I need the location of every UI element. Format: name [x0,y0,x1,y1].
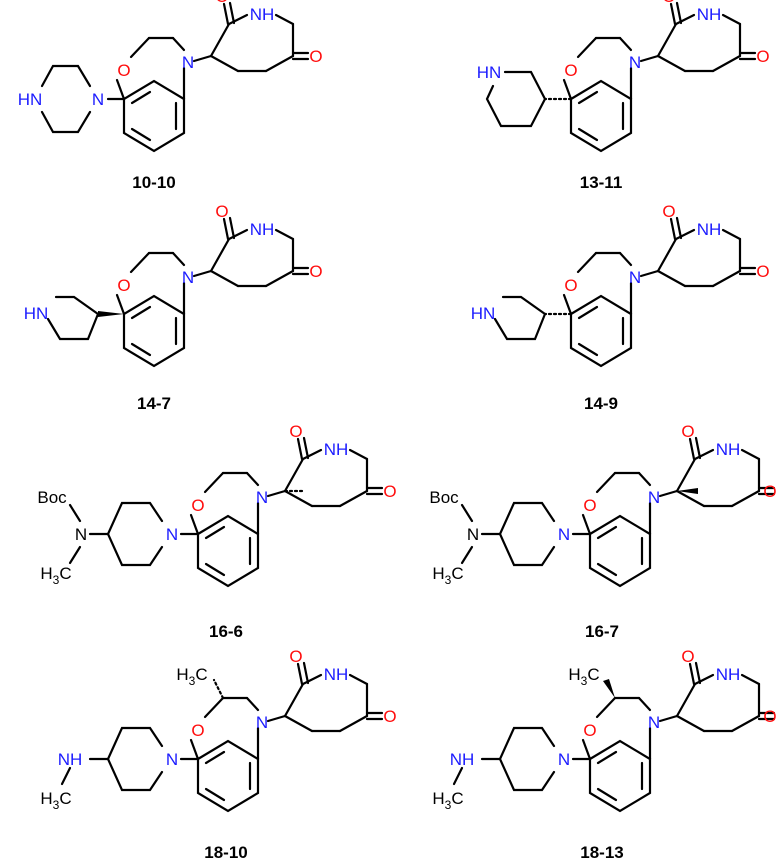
ketone-oxygen: O [681,422,694,441]
compound-label: 14-9 [584,394,618,413]
wedge-bond [603,679,615,698]
ring-nitrogen: N [256,488,268,507]
compound-label: 18-13 [580,843,623,862]
compound-label: 16-7 [585,622,619,641]
ketone-oxygen: O [289,647,302,666]
imide-oxygen: O [309,262,322,281]
ring-oxygen: O [191,721,204,740]
compound-label: 13-11 [580,173,623,192]
ring-nitrogen: N [629,53,641,72]
imide-nh: NH [697,5,722,24]
imide-nh: NH [324,665,349,684]
ring-methyl: H3C [176,665,207,688]
ring-oxygen: O [583,496,596,515]
ring-nitrogen: N [648,713,660,732]
imide-nh: NH [250,5,275,24]
ketone-oxygen: O [215,202,228,221]
imide-nh: NH [716,665,741,684]
ketone-oxygen: O [215,0,228,6]
compound-16-6: O N O NH O N N Boc H3C 16-6 [37,422,396,641]
amine-nh: NH [58,750,83,769]
compound-label: 16-6 [209,622,243,641]
ring-oxygen: O [564,276,577,295]
piperidine-nitrogen: N [166,525,178,544]
n-methyl: H3C [432,564,463,587]
compound-label: 18-10 [204,843,247,862]
ring-nitrogen: N [629,268,641,287]
imide-oxygen: O [383,707,396,726]
ring-nitrogen: N [256,713,268,732]
compound-label: 14-7 [137,394,171,413]
carbamate-nitrogen: N [467,525,479,544]
compound-label: 10-10 [132,173,175,192]
imide-nh: NH [697,220,722,239]
imide-oxygen: O [309,47,322,66]
piperidine-nh: HN [477,63,502,82]
ring-oxygen: O [583,721,596,740]
ketone-oxygen: O [662,0,675,6]
ring-nitrogen: N [182,53,194,72]
amine-nh: NH [450,750,475,769]
ketone-oxygen: O [289,422,302,441]
wedge-bond [677,488,698,494]
imide-oxygen: O [756,47,769,66]
compound-14-7: O N O NH O HN 14-7 [24,202,323,413]
ring-nitrogen: N [648,488,660,507]
ketone-oxygen: O [662,202,675,221]
piperidine-nitrogen: N [558,750,570,769]
ketone-oxygen: O [681,647,694,666]
imide-nh: NH [250,220,275,239]
ring-oxygen: O [117,276,130,295]
carbamate-nitrogen: N [75,525,87,544]
n-methyl: H3C [432,789,463,812]
compound-18-13: O N O NH O N NH H3C H3C 18-13 [432,647,776,862]
imide-nh: NH [324,440,349,459]
compound-14-9: O N O NH O HN 14-9 [471,202,770,413]
wedge-bond [98,311,124,317]
pyrrolidine-nh: HN [471,304,496,323]
pyrrolidine-nh: HN [24,304,49,323]
imide-oxygen: O [383,482,396,501]
imide-nh: NH [716,440,741,459]
ring-methyl: H3C [568,665,599,688]
n-methyl: H3C [40,564,71,587]
compound-18-10: O N O NH O N NH H3C H3C 18-10 [40,647,396,862]
compound-13-11: O N O NH O HN 13-11 [477,0,770,192]
piperazine-nh: HN [18,90,43,109]
compound-10-10: O N O NH O N HN 10-10 [18,0,323,192]
imide-oxygen: O [763,482,776,501]
imide-oxygen: O [756,262,769,281]
ring-nitrogen: N [182,268,194,287]
imide-oxygen: O [763,707,776,726]
boc-group: Boc [429,488,459,507]
n-methyl: H3C [40,789,71,812]
ring-oxygen: O [117,61,130,80]
ring-oxygen: O [191,496,204,515]
compound-16-7: O N O NH O N N Boc H3C 16-7 [429,422,776,641]
piperidine-nitrogen: N [558,525,570,544]
ring-oxygen: O [564,61,577,80]
boc-group: Boc [37,488,67,507]
piperazine-nitrogen: N [92,90,104,109]
piperidine-nitrogen: N [166,750,178,769]
